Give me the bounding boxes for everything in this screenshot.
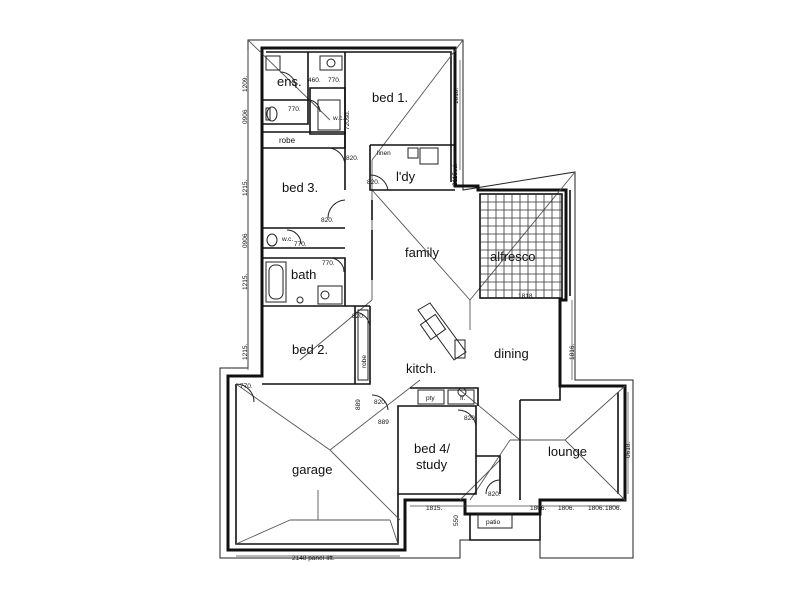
room-label-patio: patio bbox=[486, 519, 500, 526]
fixture-label-robe: robe bbox=[279, 136, 296, 145]
hip-line bbox=[564, 385, 626, 441]
svg-text:1209.: 1209. bbox=[242, 76, 249, 92]
hip-line bbox=[371, 189, 471, 301]
svg-text:820.: 820. bbox=[346, 155, 359, 162]
svg-text:770.: 770. bbox=[240, 383, 253, 390]
svg-text:1215.: 1215. bbox=[242, 274, 249, 290]
fixtures bbox=[265, 55, 513, 529]
svg-text:1806.: 1806. bbox=[530, 505, 546, 512]
svg-text:1818.: 1818. bbox=[453, 88, 460, 104]
fixture-label-wc-bath: w.c. bbox=[281, 236, 293, 243]
room-label-bed2: bed 2. bbox=[292, 342, 328, 357]
hip-line bbox=[371, 39, 464, 161]
svg-text:1818.: 1818. bbox=[518, 293, 534, 300]
svg-text:1815.: 1815. bbox=[426, 505, 442, 512]
svg-text:1215.: 1215. bbox=[242, 344, 249, 360]
svg-text:2115sd.: 2115sd. bbox=[452, 163, 459, 186]
fixture-label-linen: linen bbox=[377, 150, 391, 157]
svg-text:1215.: 1215. bbox=[242, 180, 249, 196]
room-label-bed1: bed 1. bbox=[372, 90, 408, 105]
svg-text:770.: 770. bbox=[322, 260, 335, 267]
svg-text:770.: 770. bbox=[294, 241, 307, 248]
alfresco-paving-grid bbox=[479, 193, 563, 299]
svg-text:770.: 770. bbox=[328, 77, 341, 84]
hip-line bbox=[235, 383, 331, 451]
svg-text:0906: 0906 bbox=[242, 109, 249, 124]
hip-line bbox=[329, 379, 421, 451]
svg-text:820.: 820. bbox=[321, 217, 334, 224]
svg-text:1806.: 1806. bbox=[558, 505, 574, 512]
room-label-garage: garage bbox=[292, 462, 332, 477]
room-label-ldy: l'dy bbox=[396, 169, 416, 184]
svg-text:0618.: 0618. bbox=[625, 442, 632, 458]
svg-text:1816.: 1816. bbox=[569, 344, 576, 360]
hip-line bbox=[329, 449, 401, 521]
room-label-bed4-line1: bed 4/ bbox=[414, 441, 451, 456]
svg-text:820.: 820. bbox=[367, 179, 380, 186]
svg-text:460.: 460. bbox=[308, 77, 321, 84]
door-swings bbox=[235, 71, 501, 495]
hip-line bbox=[459, 389, 521, 441]
fixture-label-fr: fr. bbox=[460, 395, 466, 402]
svg-text:820.: 820. bbox=[352, 313, 365, 320]
inner-wall-line bbox=[235, 51, 619, 545]
room-label-bed4-line2: study bbox=[416, 457, 448, 472]
svg-text:889: 889 bbox=[378, 419, 389, 426]
room-label-dining: dining bbox=[494, 346, 529, 361]
room-label-family: family bbox=[405, 245, 439, 260]
eave-outline bbox=[219, 39, 634, 559]
room-label-alfresco: alfresco bbox=[490, 249, 536, 264]
svg-text:889: 889 bbox=[355, 399, 362, 410]
svg-text:820.: 820. bbox=[488, 491, 501, 498]
dimension-lines bbox=[236, 50, 629, 557]
svg-text:0906: 0906 bbox=[242, 233, 249, 248]
svg-text:1806.: 1806. bbox=[605, 505, 621, 512]
fixture-label-robe-bed2: robe bbox=[361, 355, 368, 368]
svg-text:2148 panel-lift.: 2148 panel-lift. bbox=[292, 555, 335, 562]
interior-walls bbox=[261, 48, 561, 541]
hip-line bbox=[389, 519, 399, 545]
svg-text:550: 550 bbox=[453, 515, 460, 526]
hip-line bbox=[235, 519, 291, 545]
room-label-lounge: lounge bbox=[548, 444, 587, 459]
svg-text:720sd.: 720sd. bbox=[344, 110, 351, 130]
fixture-label-wc-ensuite: w.c. bbox=[332, 115, 344, 122]
dimension-labels: 460. 770. 770. 720sd. 820. 820. 820. 770… bbox=[240, 76, 632, 562]
room-label-bed3: bed 3. bbox=[282, 180, 318, 195]
fixture-label-pty: pty bbox=[426, 395, 435, 402]
svg-text:820.: 820. bbox=[374, 399, 387, 406]
room-label-bath: bath bbox=[291, 267, 316, 282]
svg-text:770.: 770. bbox=[288, 106, 301, 113]
room-label-kitch: kitch. bbox=[406, 361, 436, 376]
svg-text:1806.: 1806. bbox=[588, 505, 604, 512]
hip-line bbox=[564, 439, 626, 501]
svg-text:820.: 820. bbox=[464, 415, 477, 422]
room-label-ens: ens. bbox=[277, 74, 302, 89]
